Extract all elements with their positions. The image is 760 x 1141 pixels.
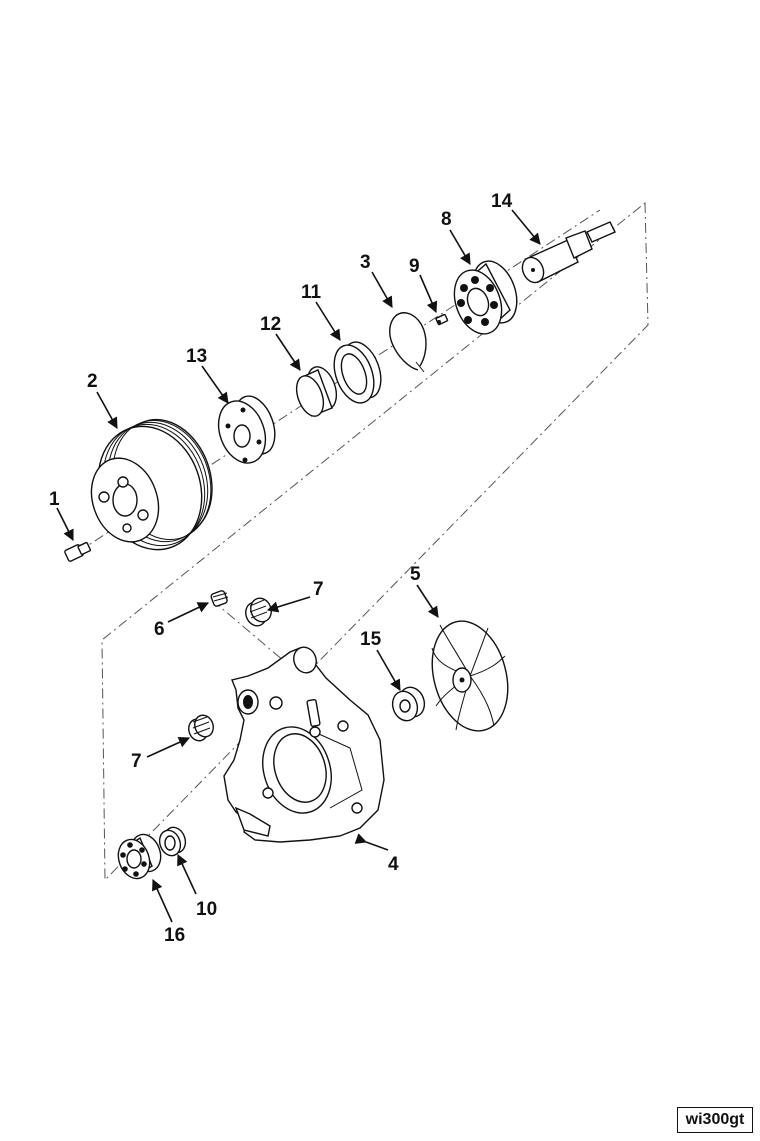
part-seal — [333, 341, 382, 404]
callout-3: 3 — [360, 252, 371, 273]
callout-10: 10 — [196, 899, 217, 920]
callout-14: 14 — [491, 191, 513, 212]
part-impeller — [431, 620, 509, 732]
callout-4: 4 — [388, 854, 399, 875]
part-fitting-lower — [188, 714, 214, 742]
callout-12: 12 — [260, 314, 281, 335]
part-pulley — [90, 418, 213, 551]
callout-7-upper: 7 — [313, 579, 324, 600]
part-snap-ring — [389, 312, 427, 373]
part-housing — [223, 646, 385, 843]
part-plug — [210, 590, 229, 607]
callout-8: 8 — [441, 209, 452, 230]
figure-id-label: wi300gt — [677, 1107, 753, 1133]
callout-11: 11 — [301, 282, 322, 303]
callout-2: 2 — [87, 371, 98, 392]
part-spacer — [391, 686, 426, 722]
part-bolt — [64, 541, 92, 562]
callout-7-lower: 7 — [131, 751, 142, 772]
part-bearing — [453, 260, 518, 335]
callout-9: 9 — [409, 256, 420, 277]
callout-numbers: 1 2 3 4 5 6 7 7 8 9 10 11 12 13 14 15 16 — [49, 191, 513, 946]
part-fitting-upper — [245, 597, 272, 627]
callout-16: 16 — [164, 925, 185, 946]
callout-6: 6 — [154, 619, 165, 640]
callout-15: 15 — [360, 629, 382, 650]
leader-arrows — [56, 209, 541, 923]
part-shaft — [521, 221, 616, 284]
callout-13: 13 — [186, 346, 207, 367]
part-lower-bearing — [117, 833, 162, 880]
part-washer — [158, 826, 187, 857]
part-sleeve — [295, 366, 338, 417]
callout-1: 1 — [49, 489, 60, 510]
callout-5: 5 — [410, 564, 421, 585]
part-screw — [435, 313, 449, 326]
part-hub — [217, 395, 276, 464]
